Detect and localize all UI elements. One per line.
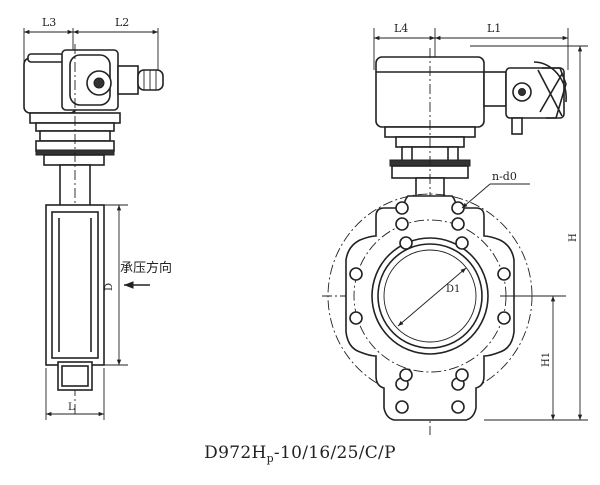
front-view: L4 L1 — [322, 22, 588, 435]
dim-h-label: H — [568, 233, 579, 242]
model-suffix: -10/16/25/C/P — [273, 443, 396, 463]
model-subscript: p — [266, 452, 274, 465]
dim-l3-label: L3 — [42, 16, 56, 29]
dim-d-label: D — [104, 283, 115, 291]
dim-l1-label: L1 — [487, 22, 501, 35]
front-actuator — [375, 56, 567, 135]
dim-l2-label: L2 — [115, 16, 129, 29]
dim-d1-label: D1 — [446, 284, 460, 295]
pressure-direction-note: 承压方向 — [120, 260, 172, 276]
dim-n-d0-label: n-d0 — [492, 170, 517, 183]
model-prefix: D972H — [204, 443, 267, 463]
bore-inner — [377, 243, 483, 349]
dim-h1-label: H1 — [541, 352, 552, 367]
model-caption: D972Hp-10/16/25/C/P — [0, 443, 600, 465]
side-view: L3 L2 — [23, 16, 172, 420]
dim-l-label: L — [68, 402, 75, 413]
bolt-holes — [349, 201, 511, 414]
dim-l4-label: L4 — [394, 22, 408, 35]
side-valve-body — [45, 204, 105, 391]
actuator-body — [23, 49, 164, 114]
